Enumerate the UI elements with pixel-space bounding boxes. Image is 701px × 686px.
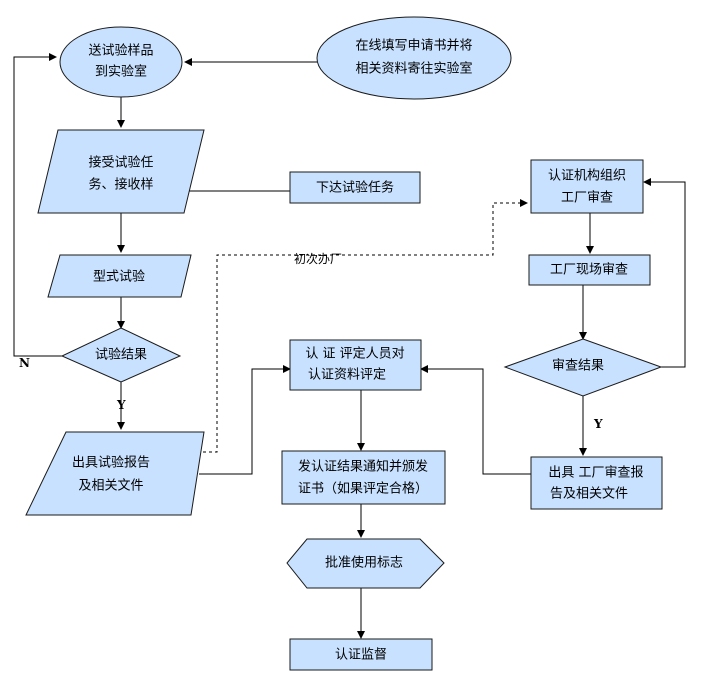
test-result-label: 试验结果 [95, 347, 147, 363]
factory-report-node: 出具 工厂审查报 告及相关文件 [530, 456, 663, 510]
edge-audit-result-loop [643, 178, 686, 368]
no-label: N [19, 356, 30, 370]
yes-label-audit: Y [593, 417, 603, 431]
issue-cert-line1: 发认证结果通知并颁发 [298, 459, 428, 475]
cert-factory-audit-line1: 认证机构组织 [548, 169, 626, 184]
issue-cert-node: 发认证结果通知并颁发 证书（如果评定合格） [281, 450, 446, 505]
type-test-label: 型式试验 [93, 269, 145, 285]
issue-cert-line2: 证书（如果评定合格） [298, 481, 428, 497]
test-report-node: 出具试验报告 及相关文件 [25, 431, 205, 516]
cert-factory-audit-line2: 工厂审查 [561, 191, 613, 206]
issue-task-node: 下达试验任务 [289, 171, 421, 204]
factory-report-line1: 出具 工厂审查报 [548, 466, 643, 481]
accept-task-line2: 务、接收样 [88, 177, 153, 193]
accept-task-line1: 接受试验任 [88, 155, 153, 171]
send-samples-node: 送试验样品 到实验室 [59, 26, 183, 98]
supervision-node: 认证监督 [289, 638, 433, 671]
edges [13, 53, 686, 639]
first-factory-label: 初次办厂 [294, 251, 342, 266]
test-result-node: 试验结果 [60, 327, 182, 383]
online-apply-line1: 在线填写申请书并将 [355, 39, 472, 54]
type-test-node: 型式试验 [47, 254, 192, 298]
evaluators-line2: 认证资料评定 [308, 368, 386, 383]
approve-mark-label: 批准使用标志 [325, 555, 403, 571]
edge-result-no-loop [13, 53, 62, 357]
test-report-line2: 及相关文件 [78, 479, 143, 494]
yes-label-test: Y [116, 398, 126, 412]
issue-task-label: 下达试验任务 [316, 180, 394, 196]
factory-onsite-node: 工厂现场审查 [528, 254, 651, 286]
cert-factory-audit-node: 认证机构组织 工厂审查 [530, 159, 644, 214]
online-apply-node: 在线填写申请书并将 相关资料寄往实验室 [316, 16, 512, 100]
evaluators-line1: 认 证 评定人员对 [305, 347, 404, 362]
factory-report-line2: 告及相关文件 [550, 487, 628, 502]
accept-task-node: 接受试验任 务、接收样 [37, 129, 205, 214]
edge-first-factory [191, 199, 528, 453]
online-apply-line2: 相关资料寄往实验室 [355, 61, 472, 77]
supervision-label: 认证监督 [335, 648, 387, 663]
factory-onsite-label: 工厂现场审查 [550, 263, 628, 278]
send-samples-line1: 送试验样品 [88, 43, 153, 59]
evaluators-node: 认 证 评定人员对 认证资料评定 [289, 339, 422, 391]
edge-report-to-evaluators [199, 365, 291, 475]
edge-factory-report-to-evaluators [420, 365, 531, 475]
approve-mark-node: 批准使用标志 [286, 538, 445, 589]
audit-result-node: 审查结果 [503, 338, 663, 397]
test-report-line1: 出具试验报告 [72, 455, 150, 471]
audit-result-label: 审查结果 [552, 359, 604, 374]
send-samples-line2: 到实验室 [95, 64, 147, 80]
